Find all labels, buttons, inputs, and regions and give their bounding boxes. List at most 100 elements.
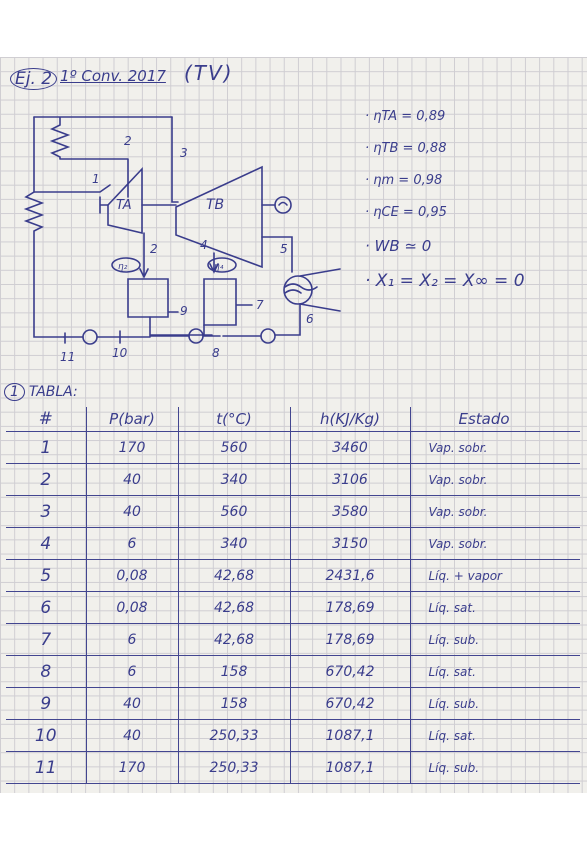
point-1-label: 1 xyxy=(92,172,100,186)
cell-index: 3 xyxy=(6,495,87,528)
table-header-row: # P(bar) t(°C) h(KJ/Kg) Estado xyxy=(6,407,580,432)
cell-pressure: 6 xyxy=(86,527,179,560)
header-temperature: t(°C) xyxy=(178,407,291,432)
turbine-b-symbol xyxy=(175,165,263,269)
cell-index: 10 xyxy=(6,719,87,752)
cycle-diagram: TA TB η₂ η₄ 1 2 3 2 4 5 6 7 8 9 10 11 xyxy=(23,116,341,364)
cell-index: 5 xyxy=(6,559,87,592)
cell-enthalpy: 670,42 xyxy=(290,655,411,688)
cell-index: 8 xyxy=(6,655,87,688)
cell-index: 4 xyxy=(6,527,87,560)
turbine-a-symbol xyxy=(107,166,143,235)
point-5-label: 5 xyxy=(280,242,288,256)
heater-b-symbol xyxy=(203,278,253,326)
cell-state: Líq. + vapor xyxy=(410,559,580,592)
cell-index: 6 xyxy=(6,591,87,624)
cell-pressure: 170 xyxy=(86,431,179,464)
exam-date: 1º Conv. 2017 xyxy=(60,67,166,85)
cell-pressure: 170 xyxy=(86,751,179,784)
cell-enthalpy: 3460 xyxy=(290,431,411,464)
cell-temperature: 250,33 xyxy=(178,719,291,752)
cell-temperature: 340 xyxy=(178,527,291,560)
point-2-out-label: 2 xyxy=(150,242,158,256)
cell-state: Líq. sub. xyxy=(410,623,580,656)
section-title: TABLA: xyxy=(28,384,78,400)
heater-a-symbol xyxy=(127,278,179,318)
cell-state: Vap. sobr. xyxy=(410,495,580,528)
cell-pressure: 40 xyxy=(86,495,179,528)
cell-enthalpy: 670,42 xyxy=(290,687,411,720)
cell-temperature: 560 xyxy=(178,495,291,528)
point-8-label: 8 xyxy=(212,346,220,360)
cell-enthalpy: 178,69 xyxy=(290,591,411,624)
pump-symbol-3 xyxy=(260,328,276,344)
param-eta-ce: · ηCE = 0,95 xyxy=(365,205,447,220)
pump-b-label: η₄ xyxy=(214,262,224,272)
param-wb: · WB ≃ 0 xyxy=(365,237,432,255)
pump-symbol-1 xyxy=(82,329,98,345)
cell-state: Líq. sat. xyxy=(410,719,580,752)
cell-pressure: 0,08 xyxy=(86,591,179,624)
cell-pressure: 40 xyxy=(86,719,179,752)
cell-index: 1 xyxy=(6,431,87,464)
cell-state: Vap. sobr. xyxy=(410,527,580,560)
cell-enthalpy: 2431,6 xyxy=(290,559,411,592)
point-6-label: 6 xyxy=(306,312,314,326)
pump-symbol-2 xyxy=(188,328,204,344)
cell-pressure: 40 xyxy=(86,463,179,496)
section-number: 1 xyxy=(4,383,25,401)
cell-temperature: 158 xyxy=(178,655,291,688)
cell-temperature: 158 xyxy=(178,687,291,720)
exercise-label: Ej. 2 xyxy=(10,68,58,90)
param-eta-ta: · ηTA = 0,89 xyxy=(365,109,446,124)
param-x: · X₁ = X₂ = X∞ = 0 xyxy=(365,271,525,291)
cell-enthalpy: 3580 xyxy=(290,495,411,528)
param-eta-tb: · ηTB = 0,88 xyxy=(365,141,447,156)
param-eta-m: · ηm = 0,98 xyxy=(365,173,443,188)
cell-index: 2 xyxy=(6,463,87,496)
point-2-top-label: 2 xyxy=(124,134,132,148)
cell-index: 7 xyxy=(6,623,87,656)
turbine-a-label: TA xyxy=(116,198,132,213)
cell-pressure: 6 xyxy=(86,655,179,688)
turbine-b-label: TB xyxy=(206,197,224,213)
point-11-label: 11 xyxy=(60,350,75,364)
cell-index: 9 xyxy=(6,687,87,720)
cell-enthalpy: 3150 xyxy=(290,527,411,560)
cell-enthalpy: 3106 xyxy=(290,463,411,496)
cell-pressure: 40 xyxy=(86,687,179,720)
header-state: Estado xyxy=(410,407,580,432)
cell-state: Líq. sub. xyxy=(410,751,580,784)
header-pressure: P(bar) xyxy=(86,407,179,432)
cell-temperature: 42,68 xyxy=(178,591,291,624)
cell-pressure: 0,08 xyxy=(86,559,179,592)
cell-temperature: 42,68 xyxy=(178,623,291,656)
reheater-symbol xyxy=(33,116,173,198)
point-7-label: 7 xyxy=(256,298,264,312)
boiler-symbol xyxy=(23,116,65,338)
point-3-label: 3 xyxy=(180,146,188,160)
cell-state: Vap. sobr. xyxy=(410,463,580,496)
cell-pressure: 6 xyxy=(86,623,179,656)
point-10-label: 10 xyxy=(112,346,128,360)
cell-temperature: 42,68 xyxy=(178,559,291,592)
notebook-page: Ej. 2 1º Conv. 2017 (TV) xyxy=(0,57,587,793)
cell-state: Vap. sobr. xyxy=(410,431,580,464)
cell-enthalpy: 178,69 xyxy=(290,623,411,656)
cell-temperature: 560 xyxy=(178,431,291,464)
cell-enthalpy: 1087,1 xyxy=(290,719,411,752)
cell-state: Líq. sat. xyxy=(410,591,580,624)
